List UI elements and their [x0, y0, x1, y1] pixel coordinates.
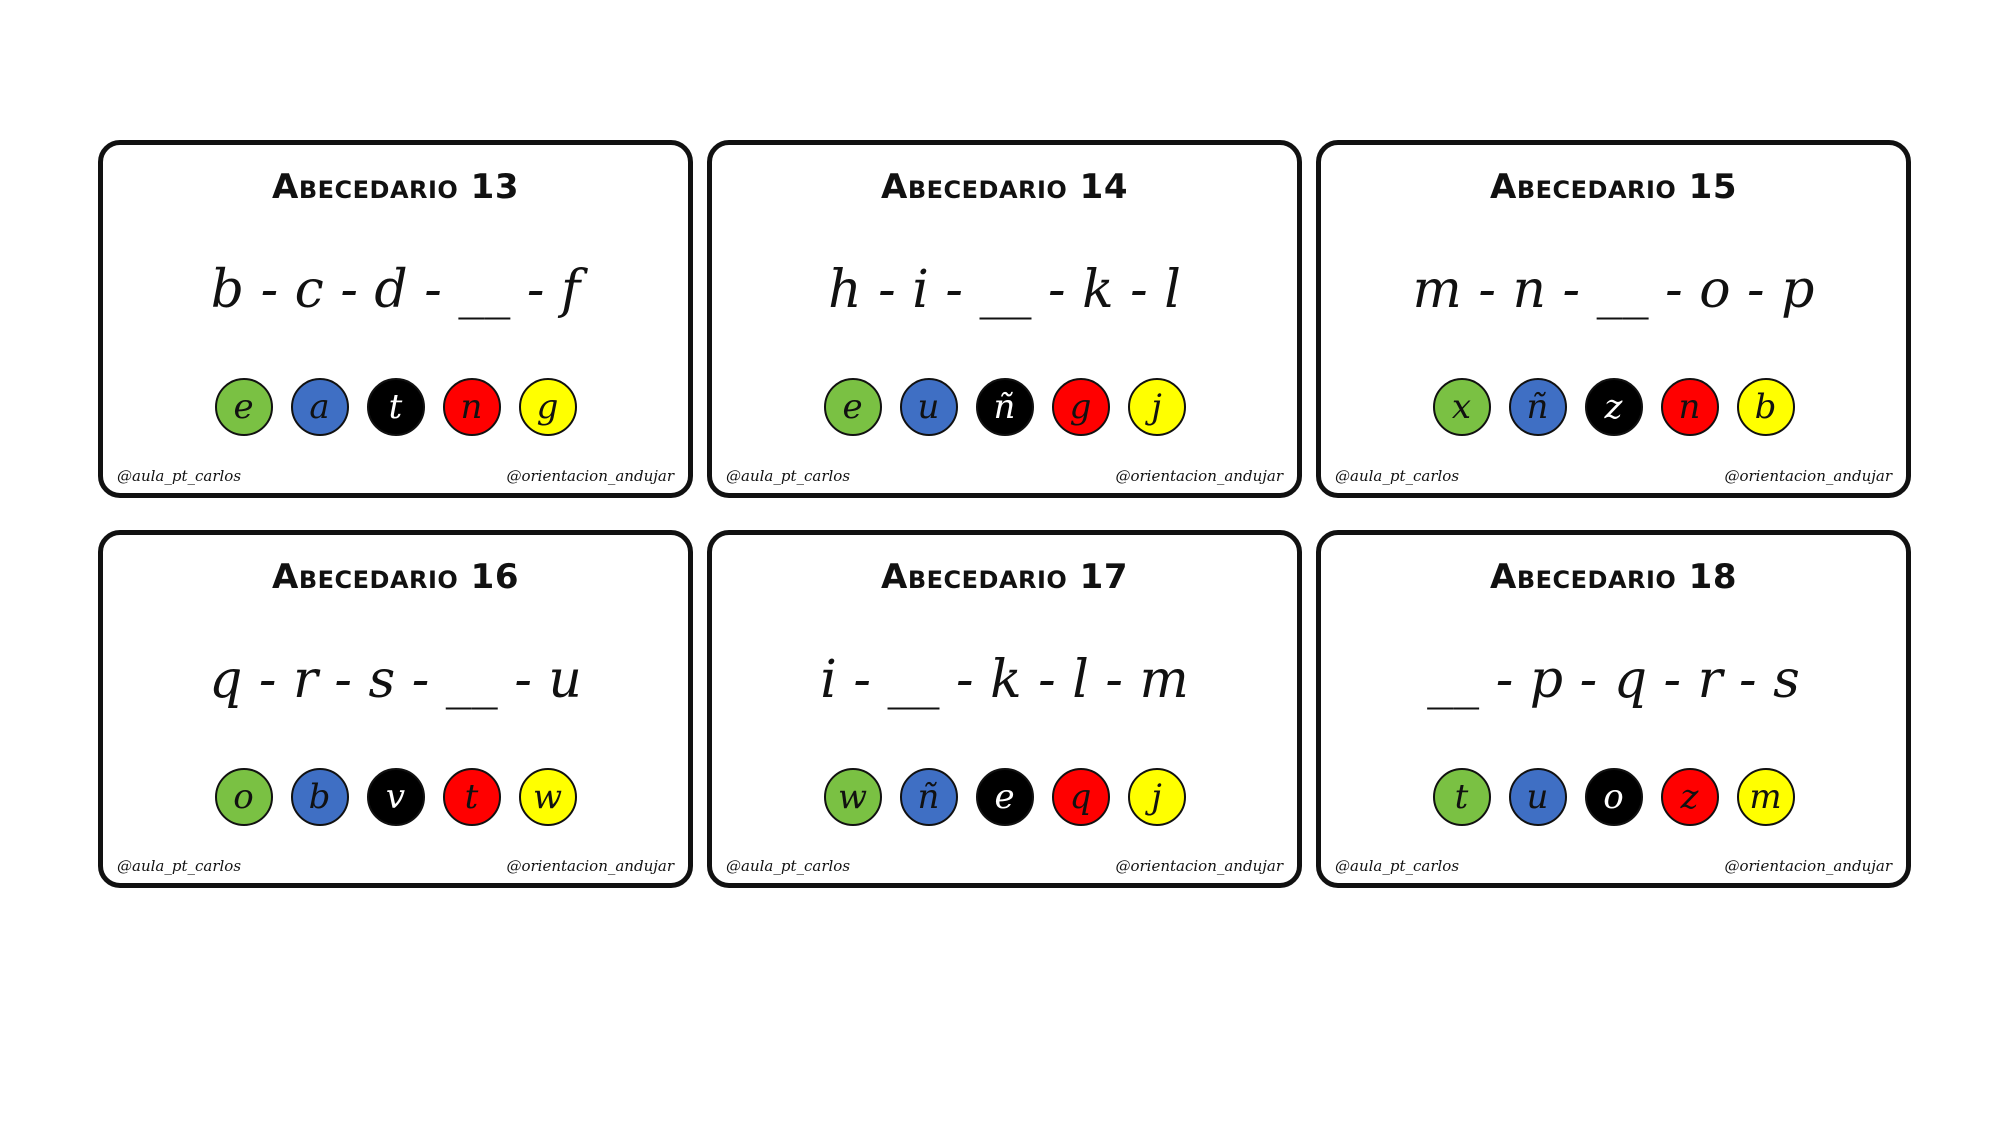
option-circle-red[interactable]: n	[442, 378, 501, 436]
credit-aula: @aula_pt_carlos	[1335, 467, 1460, 485]
option-circle-red[interactable]: t	[442, 768, 501, 826]
letter-sequence: i - __ - k - l - m	[820, 650, 1189, 710]
card-title: Abecedario 15	[1490, 167, 1737, 207]
card-grid: Abecedario 13 b - c - d - __ - f e a t n…	[98, 140, 1912, 888]
letter-sequence: q - r - s - __ - u	[209, 650, 582, 710]
answer-options: e a t n g	[103, 378, 688, 436]
option-circle-yellow[interactable]: j	[1127, 768, 1186, 826]
letter-sequence: __ - p - q - r - s	[1427, 650, 1800, 710]
option-circle-black[interactable]: ñ	[975, 378, 1034, 436]
option-circle-yellow[interactable]: j	[1127, 378, 1186, 436]
alphabet-card-14: Abecedario 14 h - i - __ - k - l e u ñ g…	[707, 140, 1302, 498]
alphabet-card-17: Abecedario 17 i - __ - k - l - m w ñ e q…	[707, 530, 1302, 888]
option-circle-red[interactable]: z	[1660, 768, 1719, 826]
answer-options: e u ñ g j	[712, 378, 1297, 436]
answer-options: t u o z m	[1321, 768, 1906, 826]
card-title: Abecedario 13	[272, 167, 519, 207]
option-circle-black[interactable]: o	[1584, 768, 1643, 826]
alphabet-card-13: Abecedario 13 b - c - d - __ - f e a t n…	[98, 140, 693, 498]
option-circle-black[interactable]: e	[975, 768, 1034, 826]
letter-sequence: m - n - __ - o - p	[1412, 260, 1815, 320]
option-circle-green[interactable]: e	[823, 378, 882, 436]
credit-orientacion: @orientacion_andujar	[1115, 467, 1283, 485]
option-circle-blue[interactable]: ñ	[899, 768, 958, 826]
answer-options: x ñ z n b	[1321, 378, 1906, 436]
option-circle-blue[interactable]: u	[1508, 768, 1567, 826]
credit-aula: @aula_pt_carlos	[726, 467, 851, 485]
credit-orientacion: @orientacion_andujar	[1724, 467, 1892, 485]
option-circle-blue[interactable]: b	[290, 768, 349, 826]
option-circle-green[interactable]: w	[823, 768, 882, 826]
option-circle-green[interactable]: o	[214, 768, 273, 826]
option-circle-red[interactable]: n	[1660, 378, 1719, 436]
answer-options: w ñ e q j	[712, 768, 1297, 826]
letter-sequence: b - c - d - __ - f	[210, 260, 581, 320]
option-circle-green[interactable]: t	[1432, 768, 1491, 826]
credit-aula: @aula_pt_carlos	[1335, 857, 1460, 875]
option-circle-blue[interactable]: a	[290, 378, 349, 436]
option-circle-blue[interactable]: ñ	[1508, 378, 1567, 436]
letter-sequence: h - i - __ - k - l	[828, 260, 1181, 320]
credit-orientacion: @orientacion_andujar	[1724, 857, 1892, 875]
card-title: Abecedario 16	[272, 557, 519, 597]
option-circle-black[interactable]: z	[1584, 378, 1643, 436]
credit-orientacion: @orientacion_andujar	[1115, 857, 1283, 875]
card-title: Abecedario 17	[881, 557, 1128, 597]
credit-aula: @aula_pt_carlos	[117, 467, 242, 485]
option-circle-yellow[interactable]: b	[1736, 378, 1795, 436]
credit-aula: @aula_pt_carlos	[726, 857, 851, 875]
option-circle-green[interactable]: e	[214, 378, 273, 436]
option-circle-red[interactable]: g	[1051, 378, 1110, 436]
credit-orientacion: @orientacion_andujar	[506, 857, 674, 875]
option-circle-yellow[interactable]: m	[1736, 768, 1795, 826]
option-circle-red[interactable]: q	[1051, 768, 1110, 826]
option-circle-black[interactable]: t	[366, 378, 425, 436]
option-circle-blue[interactable]: u	[899, 378, 958, 436]
option-circle-yellow[interactable]: w	[518, 768, 577, 826]
alphabet-card-16: Abecedario 16 q - r - s - __ - u o b v t…	[98, 530, 693, 888]
credit-orientacion: @orientacion_andujar	[506, 467, 674, 485]
option-circle-yellow[interactable]: g	[518, 378, 577, 436]
credit-aula: @aula_pt_carlos	[117, 857, 242, 875]
alphabet-card-15: Abecedario 15 m - n - __ - o - p x ñ z n…	[1316, 140, 1911, 498]
option-circle-green[interactable]: x	[1432, 378, 1491, 436]
card-title: Abecedario 18	[1490, 557, 1737, 597]
option-circle-black[interactable]: v	[366, 768, 425, 826]
answer-options: o b v t w	[103, 768, 688, 826]
alphabet-card-18: Abecedario 18 __ - p - q - r - s t u o z…	[1316, 530, 1911, 888]
card-title: Abecedario 14	[881, 167, 1128, 207]
